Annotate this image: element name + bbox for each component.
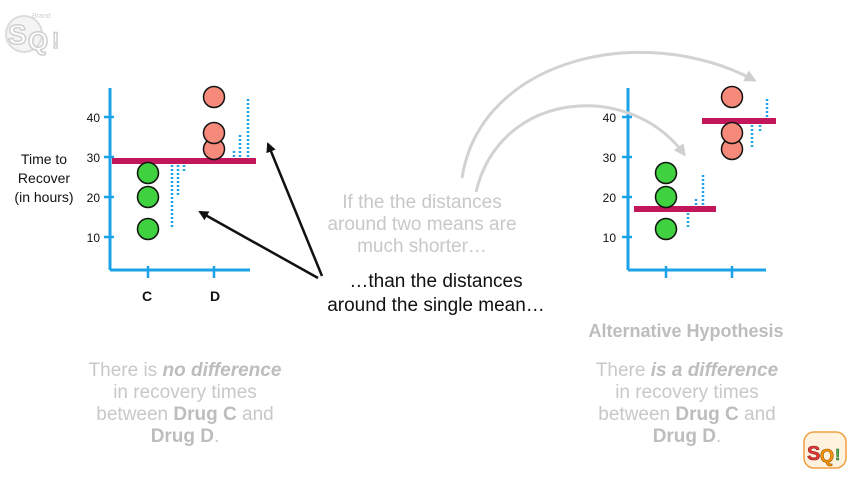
y-axis-label-line: (in hours)	[14, 189, 74, 205]
dark-callout-line: …than the distances	[349, 271, 523, 292]
left-caption: There is no difference in recovery times…	[54, 360, 316, 448]
right-caption: There is a difference in recovery times …	[556, 360, 818, 448]
y-axis-label: Time to Recover (in hours)	[6, 150, 82, 207]
left-caption-text: There is	[88, 360, 163, 381]
left-caption-text: in recovery times	[113, 382, 257, 403]
svg-text:!: !	[52, 28, 59, 53]
svg-text:S: S	[8, 19, 27, 50]
arrow-to-d-mean	[460, 51, 757, 179]
data-point-d	[202, 121, 226, 145]
right-ytick-20: 20	[602, 191, 616, 205]
data-point-d	[202, 85, 226, 109]
dark-callout-line: around the single mean…	[327, 295, 545, 316]
data-point-c	[136, 185, 160, 209]
left-ytick-10: 10	[86, 231, 100, 245]
data-point-c	[654, 217, 678, 241]
right-caption-drug: Drug C	[675, 404, 739, 425]
right-caption-drug: Drug D	[652, 426, 717, 447]
right-caption-text: .	[716, 426, 722, 447]
faded-callout: If the the distances around two means ar…	[302, 192, 542, 258]
faded-callout-line: around two means are	[327, 214, 517, 235]
data-point-d	[720, 85, 744, 109]
y-axis-label-line: Recover	[17, 170, 71, 186]
svg-text:!: !	[835, 447, 840, 464]
svg-text:S: S	[807, 443, 820, 465]
left-caption-drug: Drug C	[173, 404, 237, 425]
right-caption-text: and	[738, 404, 776, 425]
left-caption-drug: Drug D	[150, 426, 215, 447]
y-axis-label-line: Time to	[20, 151, 68, 167]
arrow-to-d-distances	[266, 142, 324, 277]
left-ytick-30: 30	[86, 151, 100, 165]
dark-callout: …than the distances around the single me…	[296, 270, 576, 318]
data-point-c	[136, 161, 160, 185]
left-plot	[104, 85, 256, 278]
category-label-c: C	[142, 288, 153, 304]
data-point-c	[654, 185, 678, 209]
right-plot	[622, 85, 776, 278]
left-caption-text: and	[236, 404, 274, 425]
svg-text:Q: Q	[28, 26, 48, 56]
svg-text:Brand: Brand	[32, 13, 51, 20]
left-caption-emphasis: no difference	[162, 360, 282, 381]
right-ytick-10: 10	[602, 231, 616, 245]
right-caption-emphasis: is a difference	[650, 360, 779, 381]
statquest-logo: S Q ! Brand	[2, 4, 72, 64]
data-point-c	[654, 161, 678, 185]
left-ytick-20: 20	[86, 191, 100, 205]
left-caption-text: .	[214, 426, 220, 447]
data-point-d	[720, 121, 744, 145]
right-ytick-40: 40	[602, 111, 616, 125]
left-ytick-40: 40	[86, 111, 100, 125]
faded-callout-line: If the the distances	[342, 192, 502, 213]
right-caption-text: in recovery times	[615, 382, 759, 403]
statquest-logo-small: S Q !	[802, 428, 848, 472]
right-ytick-30: 30	[602, 151, 616, 165]
right-caption-text: There	[595, 360, 651, 381]
svg-text:Q: Q	[820, 446, 834, 466]
right-caption-text: between	[598, 404, 676, 425]
left-caption-text: between	[96, 404, 174, 425]
arrow-to-c-mean	[474, 104, 686, 193]
arrow-to-c-distances	[198, 210, 319, 280]
category-label-d: D	[210, 288, 221, 304]
right-panel-title: Alternative Hypothesis	[588, 321, 784, 341]
data-point-c	[136, 217, 160, 241]
faded-callout-line: much shorter…	[357, 236, 487, 257]
